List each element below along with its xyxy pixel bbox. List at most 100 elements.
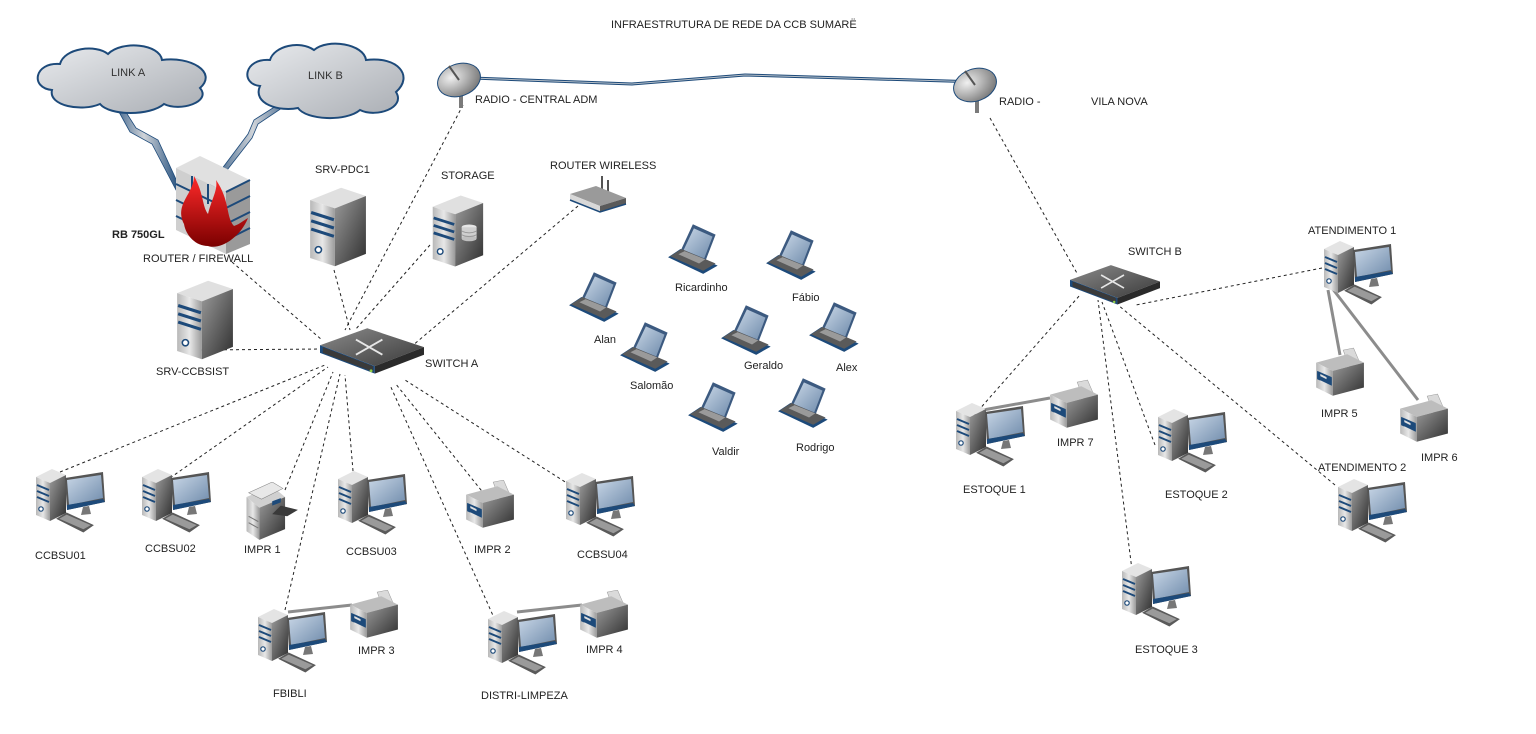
link-radio-vila-switch-b	[989, 117, 1079, 276]
workstation-fbibli-icon[interactable]	[256, 607, 327, 673]
laptop-geraldo-label: Geraldo	[744, 360, 784, 372]
server-srv-ccbsist-icon[interactable]	[175, 279, 235, 361]
radio-vila-label: RADIO -	[999, 96, 1041, 108]
link-impr2-switch-a	[394, 382, 486, 496]
estoque1-label: ESTOQUE 1	[963, 484, 1026, 496]
laptop-alex-icon[interactable]	[809, 302, 859, 352]
ccbsu01-label: CCBSU01	[35, 550, 86, 562]
workstation-ccbsu01-icon[interactable]	[34, 467, 105, 533]
laptop-ricardinho-label: Ricardinho	[675, 282, 728, 294]
ccbsu03-label: CCBSU03	[346, 546, 397, 558]
cloud-link-b-label: LINK B	[308, 70, 343, 82]
link-estoque2-switch-b	[1101, 301, 1156, 446]
impr2-label: IMPR 2	[474, 544, 511, 556]
workstation-atendimento2-icon[interactable]	[1336, 477, 1407, 543]
link-radio-central-switch-a	[344, 104, 464, 331]
laptop-valdir-icon[interactable]	[688, 382, 738, 432]
link-atend1-impr6	[1330, 287, 1420, 401]
distri-limpeza-label: DISTRI-LIMPEZA	[481, 690, 568, 702]
impr1-label: IMPR 1	[244, 544, 281, 556]
switch-a-icon[interactable]	[320, 326, 424, 375]
link-atend2-switch-b	[1117, 304, 1336, 486]
laptop-fabio-label: Fábio	[792, 292, 820, 304]
server-srv-pdc1-icon[interactable]	[308, 186, 368, 268]
impr6-label: IMPR 6	[1421, 452, 1458, 464]
printer-impr4-icon[interactable]	[579, 590, 629, 639]
workstation-estoque3-icon[interactable]	[1120, 561, 1191, 627]
link-fbibli-switch-a	[284, 373, 341, 611]
workstation-distri-limpeza-icon[interactable]	[486, 609, 557, 675]
switch-b-icon[interactable]	[1070, 263, 1160, 306]
impr5-label: IMPR 5	[1321, 408, 1358, 420]
cloud-link-b[interactable]	[246, 42, 405, 120]
storage-server-icon[interactable]	[431, 193, 485, 269]
estoque3-label: ESTOQUE 3	[1135, 644, 1198, 656]
link-distri-switch-a	[389, 384, 496, 621]
cloud-link-a-label: LINK A	[111, 67, 146, 79]
link-srvpdc1-switch-a	[333, 269, 351, 331]
impr4-label: IMPR 4	[586, 644, 623, 656]
laptop-alan-icon[interactable]	[569, 272, 619, 322]
firewall-icon[interactable]	[175, 156, 251, 254]
laptop-salomao-icon[interactable]	[620, 322, 670, 372]
laptop-rodrigo-icon[interactable]	[778, 378, 828, 428]
printer-impr5-icon[interactable]	[1315, 347, 1365, 397]
printer-impr1-icon[interactable]	[245, 482, 299, 541]
workstation-ccbsu02-icon[interactable]	[140, 467, 211, 533]
radio-dish-vila-icon[interactable]	[949, 62, 1003, 115]
printer-impr6-icon[interactable]	[1399, 393, 1449, 443]
atendimento2-label: ATENDIMENTO 2	[1318, 462, 1407, 474]
printer-impr3-icon[interactable]	[349, 590, 399, 639]
workstation-estoque1-icon[interactable]	[954, 401, 1025, 467]
laptop-fabio-icon[interactable]	[766, 230, 816, 280]
link-distri-impr4	[516, 603, 583, 614]
workstation-ccbsu04-icon[interactable]	[564, 471, 635, 537]
link-atend1-impr5	[1326, 289, 1342, 356]
estoque2-label: ESTOQUE 2	[1165, 489, 1228, 501]
cloud-link-a[interactable]	[36, 44, 207, 114]
impr3-label: IMPR 3	[358, 645, 395, 657]
switch-b-label: SWITCH B	[1128, 246, 1182, 258]
laptop-alan-label: Alan	[594, 334, 617, 346]
impr7-label: IMPR 7	[1057, 437, 1094, 449]
link-storage-switch-a	[354, 244, 431, 331]
laptop-salomao-label: Salomão	[630, 380, 674, 392]
link-estoque1-switch-b	[969, 294, 1081, 421]
workstation-ccbsu03-icon[interactable]	[336, 469, 407, 535]
workstation-estoque2-icon[interactable]	[1156, 407, 1227, 473]
router-wireless-icon[interactable]	[568, 174, 628, 214]
storage-label: STORAGE	[441, 170, 495, 182]
printer-impr2-icon[interactable]	[465, 480, 515, 529]
laptop-ricardinho-icon[interactable]	[668, 224, 718, 274]
fbibli-label: FBIBLI	[273, 688, 307, 700]
link-estoque3-switch-b	[1097, 299, 1133, 571]
link-ccbsu04-switch-a	[404, 379, 571, 486]
laptop-rodrigo-label: Rodrigo	[796, 442, 835, 454]
printer-impr7-icon[interactable]	[1049, 379, 1099, 429]
connection-lines	[59, 104, 1336, 621]
laptop-geraldo-icon[interactable]	[721, 305, 771, 355]
laptop-alex-label: Alex	[836, 362, 858, 374]
link-atend1-switch-b	[1135, 267, 1323, 306]
firewall-model-label: RB 750GL	[112, 229, 165, 241]
diagram-title: INFRAESTRUTURA DE REDE DA CCB SUMARË	[611, 19, 857, 31]
radio-central-label: RADIO - CENTRAL ADM	[475, 94, 598, 106]
srv-pdc1-label: SRV-PDC1	[315, 164, 370, 176]
router-wireless-label: ROUTER WIRELESS	[550, 160, 657, 172]
atendimento1-label: ATENDIMENTO 1	[1308, 225, 1397, 237]
link-ccbsu02-switch-a	[169, 366, 329, 479]
firewall-label: ROUTER / FIREWALL	[143, 253, 254, 265]
workstation-atendimento1-icon[interactable]	[1322, 239, 1393, 305]
solid-connections	[287, 287, 1420, 614]
link-fbibli-impr3	[287, 603, 353, 614]
ccbsu04-label: CCBSU04	[577, 549, 628, 561]
link-router-wireless-switch-a	[411, 205, 579, 347]
laptop-valdir-label: Valdir	[712, 446, 740, 458]
link-ccbsu01-switch-a	[59, 364, 326, 473]
switch-a-label: SWITCH A	[425, 358, 479, 370]
radio-link-bolt-highlight	[471, 74, 981, 85]
link-impr1-switch-a	[284, 371, 334, 491]
link-firewall-switch-a	[231, 261, 323, 341]
link-estoque1-impr7	[982, 396, 1051, 412]
